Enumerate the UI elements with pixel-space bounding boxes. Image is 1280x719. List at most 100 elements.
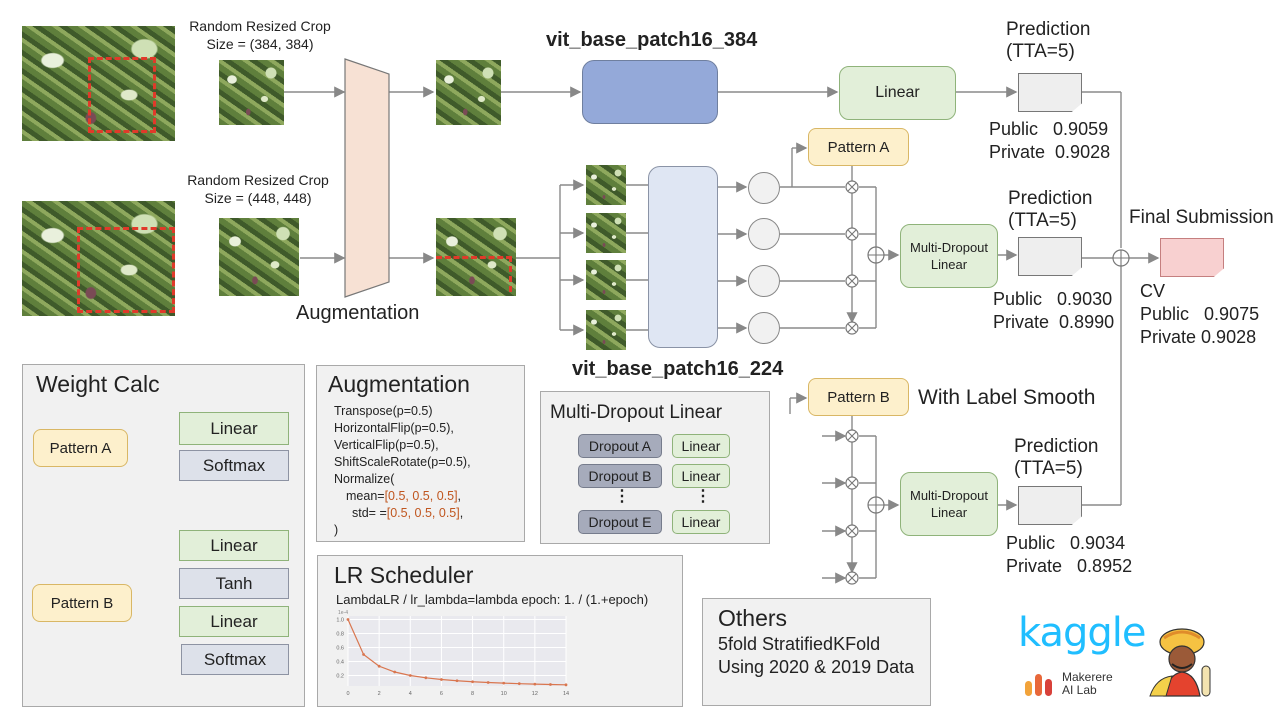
lr-chart-point bbox=[393, 670, 397, 674]
crop-image-448 bbox=[219, 218, 299, 296]
others-data: Using 2020 & 2019 Data bbox=[718, 657, 915, 677]
crop-box-top bbox=[88, 57, 156, 133]
lr-chart-xtick-label: 14 bbox=[563, 691, 569, 697]
vit384-block bbox=[582, 60, 718, 124]
augmentation-caption: Augmentation bbox=[296, 302, 420, 324]
crop-box-bottom bbox=[77, 227, 175, 313]
lr-chart-point bbox=[486, 681, 490, 684]
lr-scheduler-title: LR Scheduler bbox=[334, 562, 474, 588]
pattern-a-linear: Linear bbox=[179, 412, 289, 445]
feature-node-4 bbox=[748, 312, 780, 344]
patch-image-4 bbox=[586, 310, 626, 350]
lr-chart-ytick-label: 0.4 bbox=[336, 660, 344, 666]
lr-chart-xtick-label: 12 bbox=[532, 691, 538, 697]
weight-calc-pattern-a: Pattern A bbox=[33, 429, 128, 467]
lr-chart-scale-label: 1e-4 bbox=[338, 610, 349, 616]
patch-image-1 bbox=[586, 165, 626, 205]
lr-chart-ytick-label: 0.8 bbox=[336, 632, 344, 638]
lr-chart-xtick-label: 10 bbox=[501, 691, 507, 697]
augmentation-list: Transpose(p=0.5) HorizontalFlip(p=0.5), … bbox=[334, 404, 471, 537]
lr-chart-ytick-label: 0.2 bbox=[336, 674, 344, 680]
feature-node-3 bbox=[748, 265, 780, 297]
lr-chart-point bbox=[471, 680, 474, 684]
lr-chart-point bbox=[440, 678, 443, 681]
lr-chart-point bbox=[564, 683, 568, 687]
prediction-2-doc-icon bbox=[1018, 237, 1082, 276]
patch-image-2 bbox=[586, 213, 626, 253]
prediction-1-title: Prediction(TTA=5) bbox=[1006, 19, 1091, 62]
cassava-image-top bbox=[22, 26, 175, 141]
lr-chart-xtick-label: 6 bbox=[440, 691, 443, 697]
vit224-block bbox=[648, 166, 718, 348]
lr-chart-plot-area bbox=[348, 616, 566, 686]
patch-image-3 bbox=[586, 260, 626, 300]
vit384-title: vit_base_patch16_384 bbox=[546, 29, 758, 51]
prediction-1-scores: Public 0.9059 Private 0.9028 bbox=[989, 119, 1111, 162]
lr-chart-ytick-label: 0.6 bbox=[336, 646, 344, 652]
lr-chart-xtick-label: 8 bbox=[471, 691, 474, 697]
lr-chart-point bbox=[346, 618, 350, 621]
others-title: Others bbox=[718, 605, 788, 631]
kaggle-logo: kaggle bbox=[1018, 610, 1146, 656]
final-submission-scores: CV Public 0.9075 Private 0.9028 bbox=[1140, 281, 1260, 347]
pattern-b-softmax: Softmax bbox=[181, 644, 289, 675]
final-submission-title: Final Submission bbox=[1129, 207, 1274, 228]
prediction-3-scores: Public 0.9034 Private 0.8952 bbox=[1006, 533, 1133, 576]
lr-chart-ytick-label: 1.0 bbox=[336, 618, 344, 624]
lr-chart-point bbox=[517, 682, 521, 686]
dropout-ellipsis: ⋮ bbox=[614, 488, 630, 505]
crop-image-384 bbox=[219, 60, 284, 125]
prediction-1-doc-icon bbox=[1018, 73, 1082, 112]
prediction-2-scores: Public 0.9030 Private 0.8990 bbox=[993, 289, 1115, 332]
lr-chart-point bbox=[362, 653, 365, 656]
dropout-linear-b: Linear bbox=[672, 464, 730, 488]
lr-chart-point bbox=[408, 674, 412, 677]
augmentation-block bbox=[344, 58, 390, 298]
pattern-b-tanh: Tanh bbox=[179, 568, 289, 599]
makerere-logo-icon bbox=[1025, 674, 1052, 696]
weight-calc-title: Weight Calc bbox=[36, 371, 160, 397]
pattern-b-box: Pattern B bbox=[808, 378, 909, 416]
prediction-2-title: Prediction(TTA=5) bbox=[1008, 188, 1093, 231]
lr-chart-xtick-label: 2 bbox=[378, 691, 381, 697]
cassava-image-bottom bbox=[22, 201, 175, 316]
vit224-title: vit_base_patch16_224 bbox=[572, 358, 784, 380]
multi-dropout-panel-title: Multi-Dropout Linear bbox=[550, 402, 723, 423]
lr-chart-point bbox=[455, 679, 459, 683]
mascot-illustration bbox=[1149, 628, 1211, 697]
final-submission-doc-icon bbox=[1160, 238, 1224, 277]
feature-node-1 bbox=[748, 172, 780, 204]
dropout-a: Dropout A bbox=[578, 434, 662, 458]
pattern-a-softmax: Softmax bbox=[179, 450, 289, 481]
pattern-a-box: Pattern A bbox=[808, 128, 909, 166]
lr-chart-point bbox=[549, 683, 552, 686]
augmentation-panel bbox=[316, 365, 525, 542]
dropout-linear-a: Linear bbox=[672, 434, 730, 458]
augmented-image-384 bbox=[436, 60, 501, 125]
prediction-3-title: Prediction(TTA=5) bbox=[1014, 436, 1099, 479]
lr-chart-xtick-label: 4 bbox=[409, 691, 412, 697]
lr-chart: 0.2 0.4 0.6 0.8 1.0 0 2 4 6 8 10 12 14 bbox=[336, 616, 569, 697]
lr-chart-point bbox=[502, 681, 506, 685]
prediction-3-doc-icon bbox=[1018, 486, 1082, 525]
pattern-b-linear-1: Linear bbox=[179, 530, 289, 561]
others-kfold: 5fold StratifiedKFold bbox=[718, 634, 881, 654]
linear-ellipsis: ⋮ bbox=[695, 488, 711, 505]
others-panel bbox=[702, 598, 931, 706]
augmentation-panel-title: Augmentation bbox=[328, 371, 470, 397]
lr-chart-xtick-label: 0 bbox=[346, 691, 349, 697]
dropout-e: Dropout E bbox=[578, 510, 662, 534]
weight-calc-pattern-b: Pattern B bbox=[32, 584, 132, 622]
dropout-linear-e: Linear bbox=[672, 510, 730, 534]
lr-chart-point bbox=[377, 664, 381, 668]
linear-head: Linear bbox=[839, 66, 956, 120]
dropout-b: Dropout B bbox=[578, 464, 662, 488]
label-smooth-note: With Label Smooth bbox=[918, 386, 1096, 409]
lr-scheduler-subtitle: LambdaLR / lr_lambda=lambda epoch: 1. / … bbox=[336, 592, 649, 607]
lr-chart-point bbox=[424, 676, 428, 680]
